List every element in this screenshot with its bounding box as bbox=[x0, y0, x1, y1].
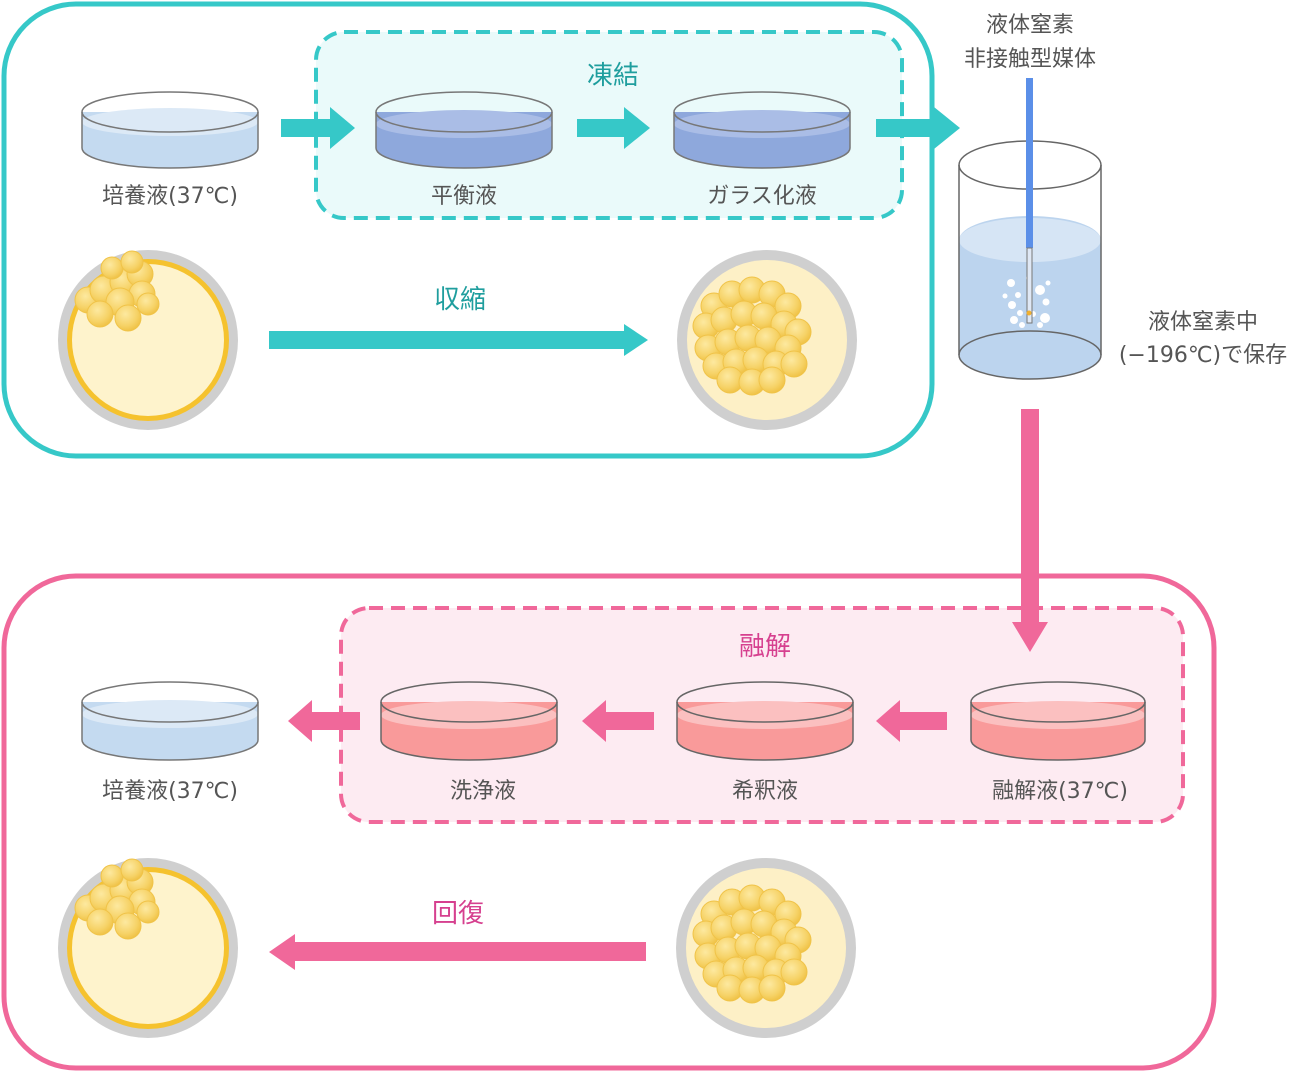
shrink-label: 収縮 bbox=[434, 285, 486, 315]
vitrification-device-handle bbox=[1026, 78, 1033, 248]
equilibrium-dish-label: 平衡液 bbox=[431, 184, 497, 209]
arrow-right-icon bbox=[876, 107, 960, 149]
storage-label-line1: 液体窒素中 bbox=[1148, 310, 1258, 335]
arrow-right-icon bbox=[577, 107, 650, 149]
embryo-on-device bbox=[1026, 310, 1032, 316]
blastomere-cell bbox=[758, 974, 786, 1002]
blastomere-cell bbox=[780, 958, 808, 986]
arrow-right-icon bbox=[281, 107, 355, 149]
arrow-left-icon bbox=[582, 700, 654, 742]
vitrification-dish bbox=[673, 91, 851, 169]
vitrification-device-tip bbox=[1026, 247, 1033, 324]
arrow-left-icon bbox=[876, 700, 947, 742]
dilution-label: 希釈液 bbox=[732, 779, 798, 804]
shrunk-blastocyst-top bbox=[677, 250, 857, 430]
wash-dish bbox=[380, 681, 558, 761]
thaw-group-title: 融解 bbox=[739, 632, 791, 662]
vitrification-dish-label: ガラス化液 bbox=[707, 184, 817, 209]
expanded-blastocyst-bottom bbox=[58, 858, 238, 1038]
thaw-solution-dish bbox=[970, 681, 1146, 761]
arrow-right-icon bbox=[269, 324, 648, 356]
culture-dish-bottom bbox=[81, 681, 259, 761]
blastomere-cell bbox=[758, 366, 786, 394]
recover-label: 回復 bbox=[432, 899, 484, 929]
dilution-dish bbox=[676, 681, 854, 761]
thaw-solution-label: 融解液(37℃) bbox=[992, 779, 1128, 804]
storage-label-line2: (−196℃)で保存 bbox=[1119, 343, 1287, 368]
thaw-section-frame bbox=[1, 573, 1217, 1071]
culture-dish-top bbox=[81, 91, 259, 169]
freeze-group-title: 凍結 bbox=[587, 61, 639, 91]
expanded-blastocyst-top bbox=[58, 250, 238, 430]
device-label-line1: 液体窒素 bbox=[986, 13, 1074, 38]
equilibrium-dish bbox=[375, 91, 553, 169]
arrow-left-icon bbox=[288, 700, 360, 742]
shrunk-blastocyst-bottom bbox=[676, 858, 856, 1038]
culture-dish-bottom-label: 培養液(37℃) bbox=[102, 779, 238, 804]
arrow-down-tip bbox=[1012, 608, 1048, 652]
culture-dish-top-label: 培養液(37℃) bbox=[102, 184, 238, 209]
wash-label: 洗浄液 bbox=[450, 779, 516, 804]
arrow-left-icon bbox=[269, 934, 646, 970]
blastomere-cell bbox=[780, 350, 808, 378]
device-label-line2: 非接触型媒体 bbox=[964, 47, 1096, 72]
